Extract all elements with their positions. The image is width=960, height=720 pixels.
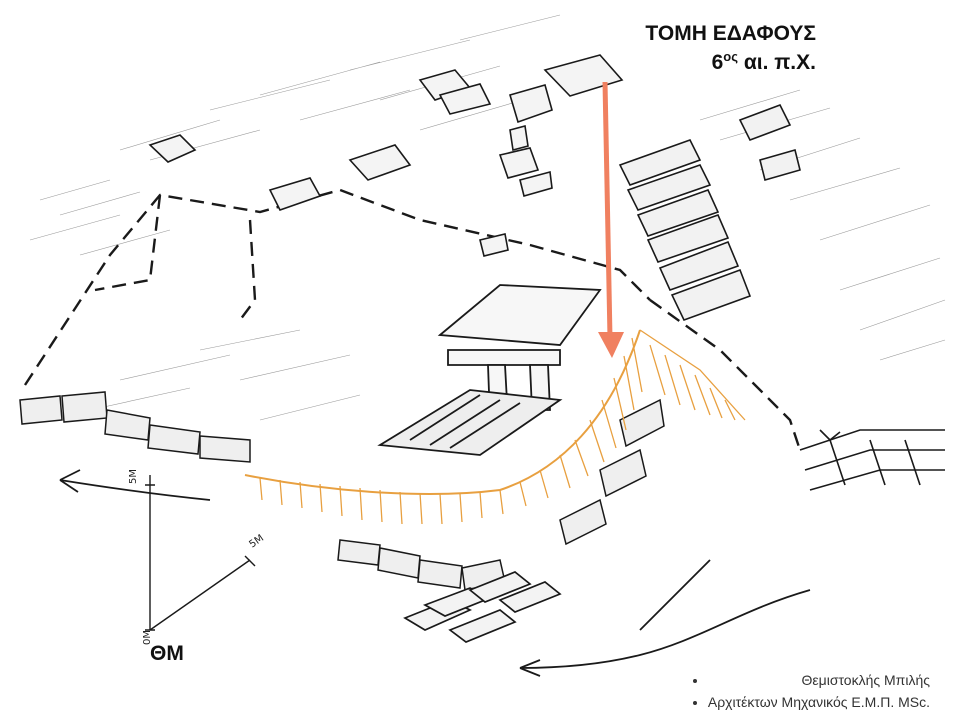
section-pointer-arrow	[598, 81, 624, 358]
title-line-1: ΤΟΜΗ ΕΔΑΦΟΥΣ	[645, 22, 816, 45]
scale-label-origin: 0M	[142, 630, 153, 645]
scale-label-depth: 5M	[247, 533, 266, 551]
direction-arrows	[59, 469, 811, 677]
title-line-2: 6ος αι. π.Χ.	[645, 48, 816, 77]
tomb-structure	[377, 284, 602, 456]
century-number: 6	[711, 51, 724, 75]
century-era: αι. π.Χ.	[737, 51, 816, 75]
author-signature: ΘΜ	[150, 642, 184, 665]
soil-section-hatch	[244, 329, 746, 525]
staircase	[618, 103, 801, 321]
dashed-outline	[23, 188, 802, 451]
scale-label-vertical: 5M	[128, 469, 139, 484]
right-path	[799, 429, 945, 491]
credit-name: Θεμιστοκλής Μπιλής	[708, 672, 930, 688]
section-title: ΤΟΜΗ ΕΔΑΦΟΥΣ 6ος αι. π.Χ.	[645, 20, 816, 78]
credit-profession: Αρχιτέκτων Μηχανικός Ε.Μ.Π. MSc.	[708, 694, 930, 710]
scale-bars	[145, 475, 256, 631]
scattered-blocks	[148, 54, 624, 257]
stone-walls	[19, 391, 665, 591]
century-suffix: ος	[723, 49, 738, 65]
lower-blocks	[403, 571, 562, 643]
credits-list: Θεμιστοκλής Μπιλής Αρχιτέκτων Μηχανικός …	[708, 670, 930, 716]
